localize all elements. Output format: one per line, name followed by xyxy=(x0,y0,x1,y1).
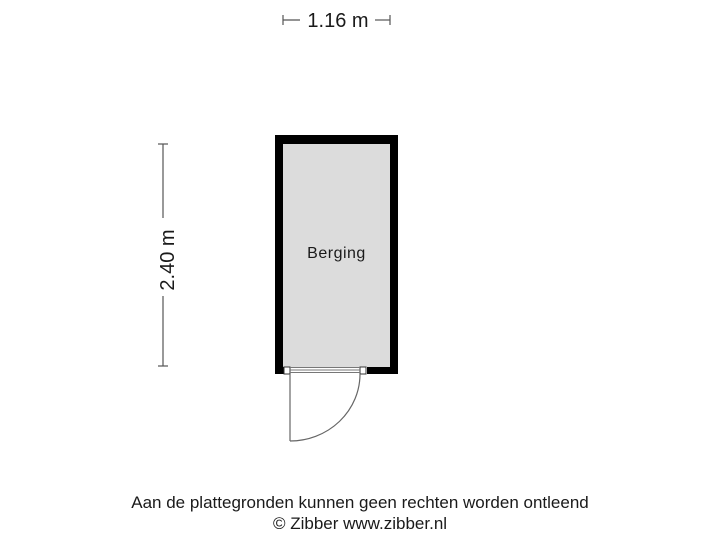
height-dimension-label-wrap: 2.40 m xyxy=(148,229,188,290)
disclaimer-text: Aan de plattegronden kunnen geen rechten… xyxy=(131,493,589,512)
width-dimension-line xyxy=(282,15,391,25)
door-threshold xyxy=(290,367,360,373)
room-berging-floor xyxy=(283,144,390,367)
height-dimension-label: 2.40 m xyxy=(157,229,179,291)
door-swing-icon xyxy=(289,373,361,442)
height-dimension-line xyxy=(158,143,168,367)
width-dimension-label: 1.16 m xyxy=(307,10,369,32)
walls xyxy=(275,135,398,374)
copyright-text: © Zibber www.zibber.nl xyxy=(272,514,448,533)
room-label-berging: Berging xyxy=(307,245,366,262)
